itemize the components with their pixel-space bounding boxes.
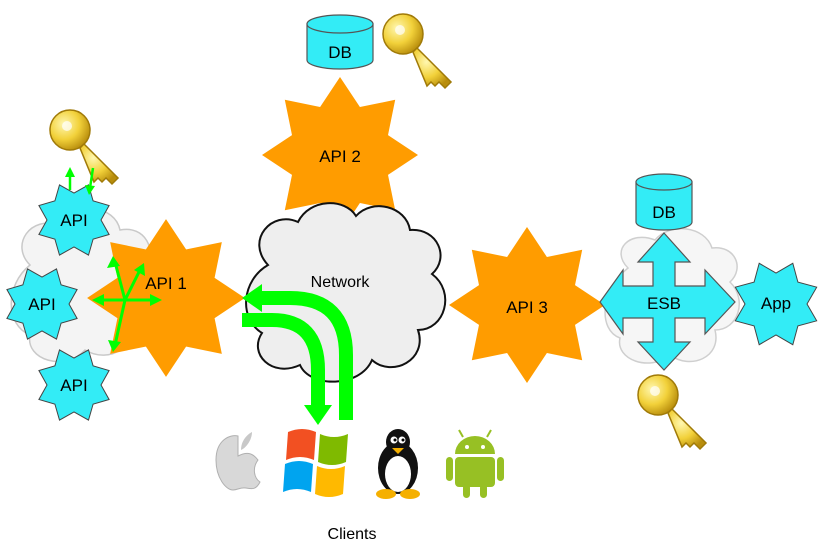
api-left-mid-label: API [28, 295, 55, 314]
app-star [734, 262, 818, 346]
api2-star [262, 77, 418, 233]
db-right-cylinder [635, 173, 693, 231]
api2-label: API 2 [319, 147, 361, 166]
api-left-bottom-label: API [60, 376, 87, 395]
linux-tux-icon [376, 429, 420, 499]
android-logo-icon [446, 429, 504, 498]
left-flow-arrows [92, 256, 162, 352]
api-left-mid-star [6, 268, 78, 340]
network-cloud [245, 202, 447, 383]
left-key-icon [49, 109, 119, 185]
db-right-label: DB [652, 203, 676, 222]
api-left-top-star [38, 184, 110, 256]
api-left-bottom-star [38, 349, 110, 421]
app-label: App [761, 294, 791, 313]
api3-star [449, 227, 605, 383]
windows-logo-icon [283, 429, 348, 497]
esb-label: ESB [647, 294, 681, 313]
api1-star [87, 219, 245, 377]
db-top-label: DB [328, 43, 352, 62]
apple-logo-icon [215, 432, 261, 491]
client-flow-arrows [242, 284, 353, 425]
top-key-icon [382, 13, 452, 89]
esb-cross-arrow [599, 232, 736, 371]
left-key-arrows [65, 167, 95, 195]
right-key-icon [637, 374, 707, 450]
api-left-top-label: API [60, 211, 87, 230]
api3-label: API 3 [506, 298, 548, 317]
api1-label: API 1 [145, 274, 187, 293]
network-label: Network [311, 274, 371, 291]
db-top-cylinder [306, 14, 374, 70]
clients-label: Clients [328, 526, 377, 543]
